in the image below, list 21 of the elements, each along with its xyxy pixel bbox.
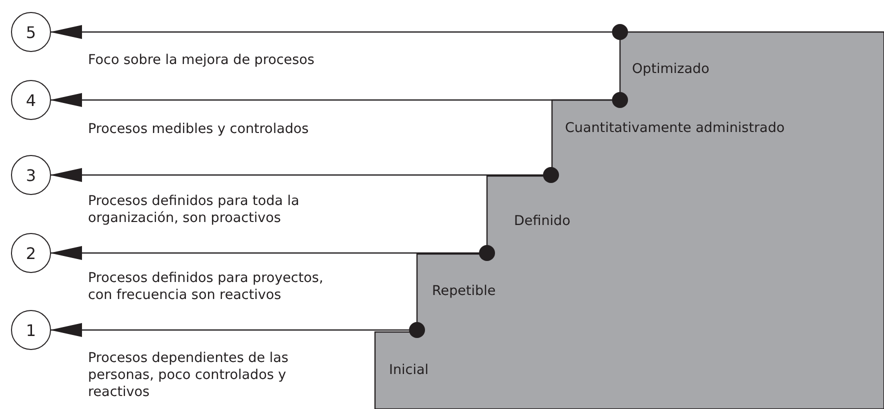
level-name: Repetible xyxy=(432,283,496,300)
dot-marker xyxy=(612,24,628,40)
level-name: Cuantitativamente administrado xyxy=(565,120,785,137)
level-number-circle: 1 xyxy=(11,310,51,350)
level-description: Foco sobre la mejora de procesos xyxy=(88,52,314,69)
arrow xyxy=(50,168,543,182)
level-number-circle: 5 xyxy=(11,12,51,52)
level-number-circle: 2 xyxy=(11,233,51,273)
level-name: Optimizado xyxy=(632,61,710,78)
level-description: Procesos definidos para proyectos, con frecuencia son reactivos xyxy=(88,270,324,304)
level-name: Inicial xyxy=(389,362,428,379)
level-number-circle: 4 xyxy=(11,80,51,120)
level-description: Procesos medibles y controlados xyxy=(88,121,309,138)
level-name: Definido xyxy=(514,213,570,230)
level-description: Procesos definidos para toda la organización, son proactivos xyxy=(88,193,300,227)
arrow xyxy=(50,323,409,337)
arrow xyxy=(50,93,612,107)
level-number-circle: 3 xyxy=(11,155,51,195)
arrow xyxy=(50,25,612,39)
arrow xyxy=(50,246,479,260)
level-description: Procesos dependientes de las personas, poco controlados y reactivos xyxy=(88,350,290,401)
